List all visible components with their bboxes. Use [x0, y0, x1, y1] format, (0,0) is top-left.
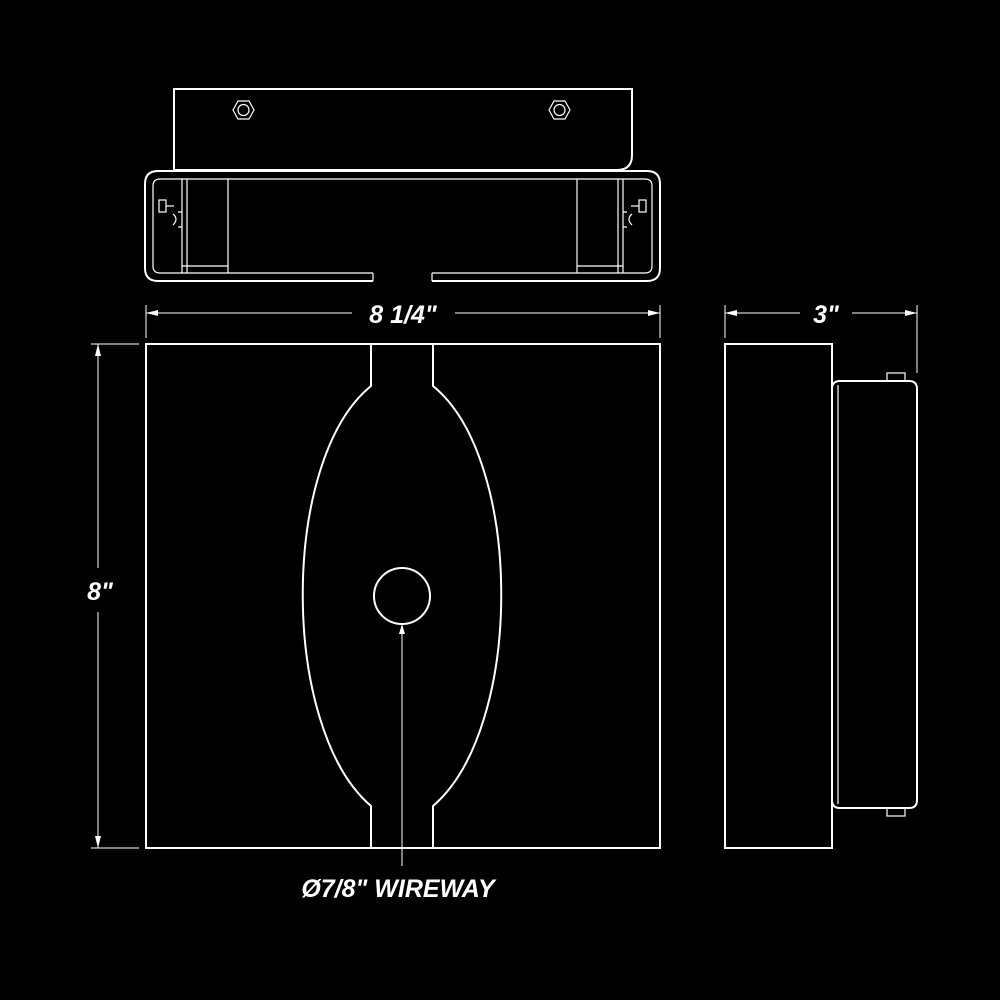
hex-nut-right	[548, 100, 571, 120]
clip-left	[158, 199, 182, 228]
housing-shell-inner	[152, 178, 653, 274]
clip-right	[623, 199, 647, 228]
center-channel	[301, 344, 372, 848]
wireway-label: Ø7/8" WIREWAY	[301, 875, 497, 903]
inner-walls	[181, 179, 624, 273]
side-view	[724, 343, 918, 849]
depth-label: 3"	[813, 301, 840, 329]
height-dimension	[91, 343, 139, 849]
side-tab-top	[886, 372, 906, 382]
housing-shell-outer	[144, 170, 661, 282]
hex-nut-left	[232, 100, 255, 120]
width-label: 8 1/4"	[369, 301, 438, 329]
side-tab-bottom	[886, 807, 906, 817]
front-view	[145, 343, 661, 866]
wireway-hole	[373, 567, 431, 625]
side-body	[724, 343, 833, 849]
top-view	[144, 88, 661, 282]
width-dimension	[145, 305, 661, 338]
side-housing	[831, 380, 918, 809]
depth-dimension	[724, 305, 918, 373]
height-label: 8"	[87, 578, 114, 606]
front-face	[145, 343, 661, 849]
